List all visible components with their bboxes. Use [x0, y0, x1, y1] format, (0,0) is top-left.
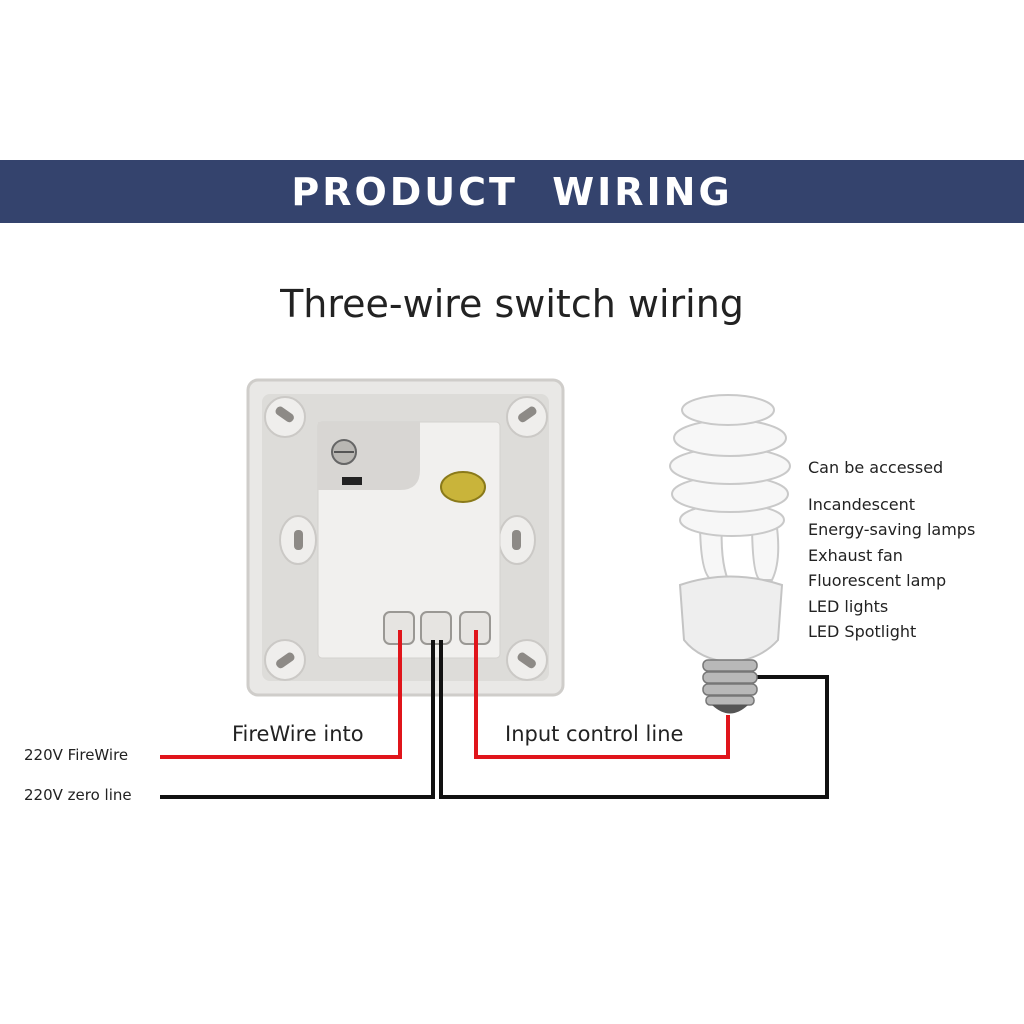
- compatible-loads-list: Can be accessed Incandescent Energy-savi…: [808, 458, 975, 648]
- zero-line-wire: [160, 640, 435, 799]
- firewire-into-label: FireWire into: [232, 722, 364, 746]
- cfl-bulb-icon: [669, 394, 791, 714]
- list-item: Energy-saving lamps: [808, 520, 976, 539]
- firewire-into-wire: [160, 630, 402, 759]
- input-control-line-label: Input control line: [505, 722, 684, 746]
- zero-line-220v-label: 220V zero line: [24, 786, 132, 804]
- input-control-wire: [474, 630, 730, 759]
- list-item: LED lights: [808, 596, 889, 616]
- firewire-220v-label: 220V FireWire: [24, 746, 129, 764]
- list-item: Fluorescent lamp: [808, 571, 947, 590]
- compatible-heading: Can be accessed: [808, 458, 944, 477]
- header-banner: PRODUCT WIRING: [0, 160, 1024, 223]
- lamp-neutral-wire: [439, 640, 829, 799]
- switch-back-plate: [246, 378, 565, 697]
- diagram-subtitle: Three-wire switch wiring: [280, 282, 744, 326]
- header-title: PRODUCT WIRING: [291, 169, 733, 214]
- list-item: Incandescent: [808, 494, 915, 514]
- list-item: LED Spotlight: [808, 622, 917, 641]
- list-item: Exhaust fan: [808, 545, 903, 565]
